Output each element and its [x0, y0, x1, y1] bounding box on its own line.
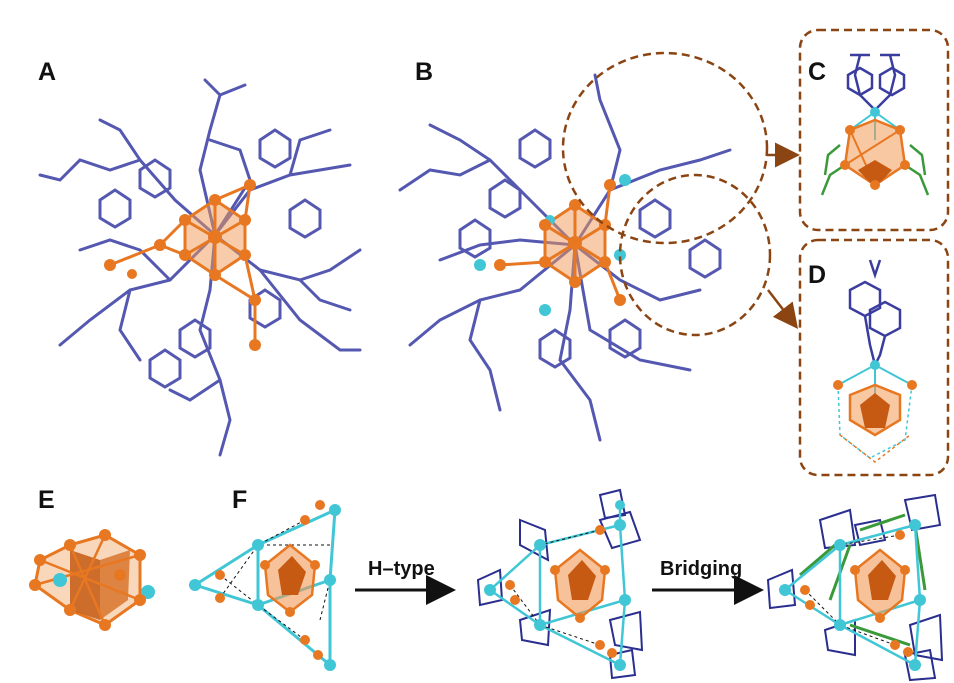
- bridging-cluster: [766, 493, 944, 682]
- h-type-cluster: [476, 488, 644, 680]
- panel-c-structure: [820, 53, 930, 196]
- cluster-b-cyan-atoms: [474, 174, 631, 316]
- bridging-label: Bridging: [660, 558, 742, 580]
- cluster-b-atoms: [494, 179, 626, 306]
- callout-circle-c: [561, 51, 769, 245]
- callout-circle-d: [618, 173, 772, 337]
- panel-d-frame: [798, 238, 950, 477]
- cluster-b-ligands: [398, 73, 732, 442]
- bridging-arrow: Bridging: [652, 558, 764, 605]
- cluster-a-atoms: [104, 179, 261, 351]
- panel-label-c: C: [808, 58, 826, 86]
- panel-c-frame: [798, 28, 950, 232]
- h-type-label: H–type: [368, 558, 435, 580]
- panel-label-a: A: [38, 58, 56, 86]
- panel-f-structure: [189, 500, 341, 671]
- h-type-arrow: H–type: [355, 558, 456, 605]
- panel-label-d: D: [808, 261, 826, 289]
- callout-arrow-d: [767, 289, 799, 329]
- panel-label-f: F: [232, 486, 247, 514]
- panel-e-polyhedron: [29, 529, 155, 631]
- panel-label-e: E: [38, 486, 55, 514]
- cluster-b: [398, 51, 800, 442]
- panel-label-b: B: [415, 58, 433, 86]
- panel-d-structure: [833, 259, 917, 463]
- cluster-a-ligands: [38, 78, 362, 457]
- cluster-a: [38, 78, 362, 457]
